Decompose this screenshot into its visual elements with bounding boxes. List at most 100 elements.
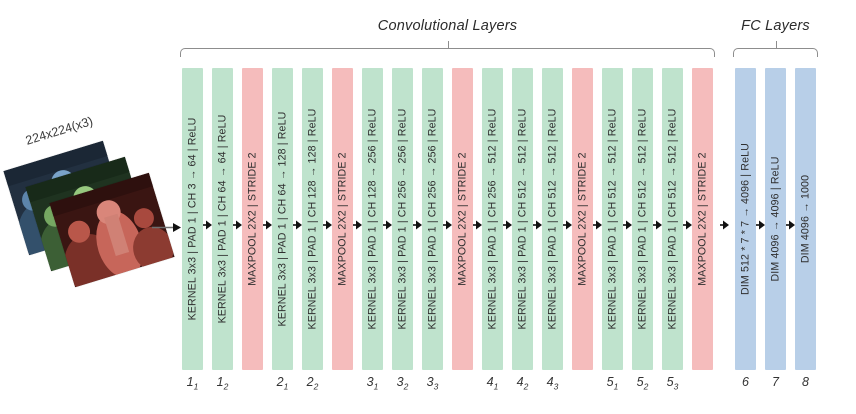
layer-bar-label: KERNEL 3x3 | PAD 1 | CH 256 → 512 | ReLU (486, 108, 499, 330)
flow-arrow (719, 219, 729, 231)
layer-index-number: 5 (606, 375, 614, 389)
layer-index-subscript: 2 (223, 381, 229, 392)
layer-index-number: 8 (802, 375, 809, 389)
layer-bar-fc-19[interactable]: DIM 4096 → 4096 | ReLU (765, 68, 786, 370)
layer-bar-conv-16[interactable]: KERNEL 3x3 | PAD 1 | CH 512 → 512 | ReLU (662, 68, 683, 370)
flow-arrow (353, 219, 362, 231)
layer-index-subscript: 3 (673, 381, 679, 392)
flow-arrow (413, 219, 422, 231)
input-image-stack: 224x224(x3) (3, 114, 178, 298)
layer-bar-label: KERNEL 3x3 | PAD 1 | CH 128 → 128 | ReLU (306, 108, 319, 330)
layer-index-label: 8 (795, 376, 816, 389)
layer-index-label: 22 (302, 376, 323, 391)
layer-index-label: 52 (632, 376, 653, 391)
flow-arrow (683, 219, 692, 231)
flow-arrow (756, 219, 765, 231)
flow-arrow (263, 219, 272, 231)
group-bracket-1 (733, 48, 818, 57)
layer-bar-conv-3[interactable]: KERNEL 3x3 | PAD 1 | CH 64 → 128 | ReLU (272, 68, 293, 370)
layer-bar-conv-11[interactable]: KERNEL 3x3 | PAD 1 | CH 512 → 512 | ReLU (512, 68, 533, 370)
layer-bar-label: MAXPOOL 2X2 | STRIDE 2 (696, 152, 709, 286)
flow-arrow (533, 219, 542, 231)
layer-index-number: 1 (216, 375, 224, 389)
group-bracket-0 (180, 48, 715, 57)
layer-bar-label: DIM 512 * 7 * 7 → 4096 | ReLU (739, 143, 752, 295)
layer-bar-label: MAXPOOL 2X2 | STRIDE 2 (576, 152, 589, 286)
flow-arrow (233, 219, 242, 231)
layer-index-subscript: 2 (523, 381, 529, 392)
layer-bar-pool-9[interactable]: MAXPOOL 2X2 | STRIDE 2 (452, 68, 473, 370)
layer-bar-label: KERNEL 3x3 | PAD 1 | CH 256 → 256 | ReLU (426, 108, 439, 330)
flow-arrow (203, 219, 212, 231)
layer-index-subscript: 2 (313, 381, 319, 392)
layer-index-subscript: 3 (433, 381, 439, 392)
layer-bar-conv-8[interactable]: KERNEL 3x3 | PAD 1 | CH 256 → 256 | ReLU (422, 68, 443, 370)
layer-index-label: 6 (735, 376, 756, 389)
flow-arrow (293, 219, 302, 231)
input-channel-red (49, 172, 175, 288)
layer-index-label: 32 (392, 376, 413, 391)
layer-bar-conv-6[interactable]: KERNEL 3x3 | PAD 1 | CH 128 → 256 | ReLU (362, 68, 383, 370)
layer-index-number: 5 (636, 375, 644, 389)
flow-arrow (786, 219, 795, 231)
input-flow-arrow (152, 220, 182, 232)
layer-index-number: 4 (546, 375, 554, 389)
layer-index-subscript: 1 (613, 381, 619, 392)
layer-bar-label: MAXPOOL 2X2 | STRIDE 2 (336, 152, 349, 286)
group-title-0: Convolutional Layers (377, 18, 518, 34)
flow-arrow (443, 219, 452, 231)
layer-index-label: 33 (422, 376, 443, 391)
layer-index-number: 3 (396, 375, 404, 389)
layer-index-number: 4 (516, 375, 524, 389)
layer-bar-pool-17[interactable]: MAXPOOL 2X2 | STRIDE 2 (692, 68, 713, 370)
group-title-1: FC Layers (741, 18, 810, 34)
layer-index-number: 2 (276, 375, 284, 389)
layer-index-subscript: 1 (373, 381, 379, 392)
layer-bar-label: KERNEL 3x3 | PAD 1 | CH 512 → 512 | ReLU (666, 108, 679, 330)
layer-bar-conv-1[interactable]: KERNEL 3x3 | PAD 1 | CH 64 → 64 | ReLU (212, 68, 233, 370)
flow-arrow (563, 219, 572, 231)
layer-bar-label: DIM 4096 → 4096 | ReLU (769, 156, 782, 282)
layer-bar-pool-13[interactable]: MAXPOOL 2X2 | STRIDE 2 (572, 68, 593, 370)
layer-bar-conv-4[interactable]: KERNEL 3x3 | PAD 1 | CH 128 → 128 | ReLU (302, 68, 323, 370)
layer-index-number: 2 (306, 375, 314, 389)
layer-bar-label: DIM 4096 → 1000 (799, 174, 812, 264)
layer-bar-pool-2[interactable]: MAXPOOL 2X2 | STRIDE 2 (242, 68, 263, 370)
layer-bar-label: KERNEL 3x3 | PAD 1 | CH 512 → 512 | ReLU (546, 108, 559, 330)
layer-bar-label: KERNEL 3x3 | PAD 1 | CH 64 → 128 | ReLU (276, 111, 289, 327)
layer-index-number: 5 (666, 375, 674, 389)
layer-index-number: 3 (426, 375, 434, 389)
layer-index-label: 11 (182, 376, 203, 391)
layer-bar-label: KERNEL 3x3 | PAD 1 | CH 64 → 64 | ReLU (216, 114, 229, 324)
layer-index-label: 43 (542, 376, 563, 391)
layer-index-number: 4 (486, 375, 494, 389)
layer-bar-label: KERNEL 3x3 | PAD 1 | CH 512 → 512 | ReLU (606, 108, 619, 330)
layer-index-subscript: 2 (643, 381, 649, 392)
layer-bar-label: MAXPOOL 2X2 | STRIDE 2 (456, 152, 469, 286)
flow-arrow (593, 219, 602, 231)
flow-arrow (623, 219, 632, 231)
layer-bar-conv-10[interactable]: KERNEL 3x3 | PAD 1 | CH 256 → 512 | ReLU (482, 68, 503, 370)
layer-bar-conv-12[interactable]: KERNEL 3x3 | PAD 1 | CH 512 → 512 | ReLU (542, 68, 563, 370)
layer-index-subscript: 1 (493, 381, 499, 392)
layer-bar-conv-14[interactable]: KERNEL 3x3 | PAD 1 | CH 512 → 512 | ReLU (602, 68, 623, 370)
layer-bar-conv-15[interactable]: KERNEL 3x3 | PAD 1 | CH 512 → 512 | ReLU (632, 68, 653, 370)
layer-bar-label: KERNEL 3x3 | PAD 1 | CH 512 → 512 | ReLU (636, 108, 649, 330)
layer-bar-fc-18[interactable]: DIM 512 * 7 * 7 → 4096 | ReLU (735, 68, 756, 370)
flow-arrow (323, 219, 332, 231)
layer-index-subscript: 1 (283, 381, 289, 392)
layer-bar-conv-0[interactable]: KERNEL 3x3 | PAD 1 | CH 3 → 64 | ReLU (182, 68, 203, 370)
layer-index-label: 21 (272, 376, 293, 391)
input-dimension-label: 224x224(x3) (23, 113, 95, 148)
layer-index-label: 41 (482, 376, 503, 391)
layer-bar-conv-7[interactable]: KERNEL 3x3 | PAD 1 | CH 256 → 256 | ReLU (392, 68, 413, 370)
layer-index-number: 7 (772, 375, 779, 389)
layer-bar-label: KERNEL 3x3 | PAD 1 | CH 256 → 256 | ReLU (396, 108, 409, 330)
layer-index-subscript: 2 (403, 381, 409, 392)
layer-bar-fc-20[interactable]: DIM 4096 → 1000 (795, 68, 816, 370)
layer-index-label: 12 (212, 376, 233, 391)
layer-bar-pool-5[interactable]: MAXPOOL 2X2 | STRIDE 2 (332, 68, 353, 370)
layer-index-label: 51 (602, 376, 623, 391)
layer-index-label: 42 (512, 376, 533, 391)
